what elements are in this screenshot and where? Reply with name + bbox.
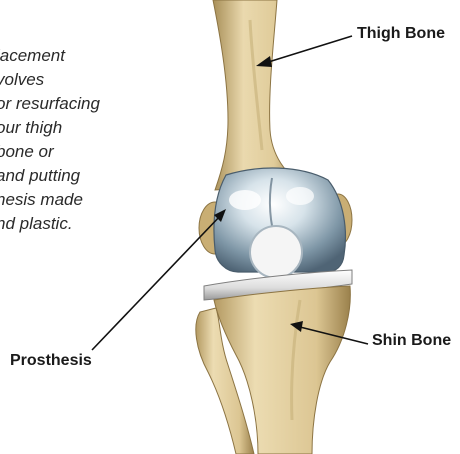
thigh-bone-label: Thigh Bone [357, 25, 445, 43]
shin-bone-label: Shin Bone [372, 332, 451, 350]
description-line: or resurfacing [0, 92, 160, 116]
description-line: and putting [0, 164, 160, 188]
femoral-highlight-2 [286, 187, 314, 205]
description-line: nesis made [0, 188, 160, 212]
thigh-bone-pointer-line [262, 36, 352, 64]
description-line: volves [0, 68, 160, 92]
description-line: bone or [0, 140, 160, 164]
description-line: nd plastic. [0, 212, 160, 236]
description-line: our thigh [0, 116, 160, 140]
description-line: lacement [0, 44, 160, 68]
patella-button [250, 226, 302, 278]
femoral-highlight [229, 190, 261, 210]
prosthesis-label: Prosthesis [10, 352, 92, 370]
description-text: lacement volves or resurfacing our thigh… [0, 44, 160, 236]
